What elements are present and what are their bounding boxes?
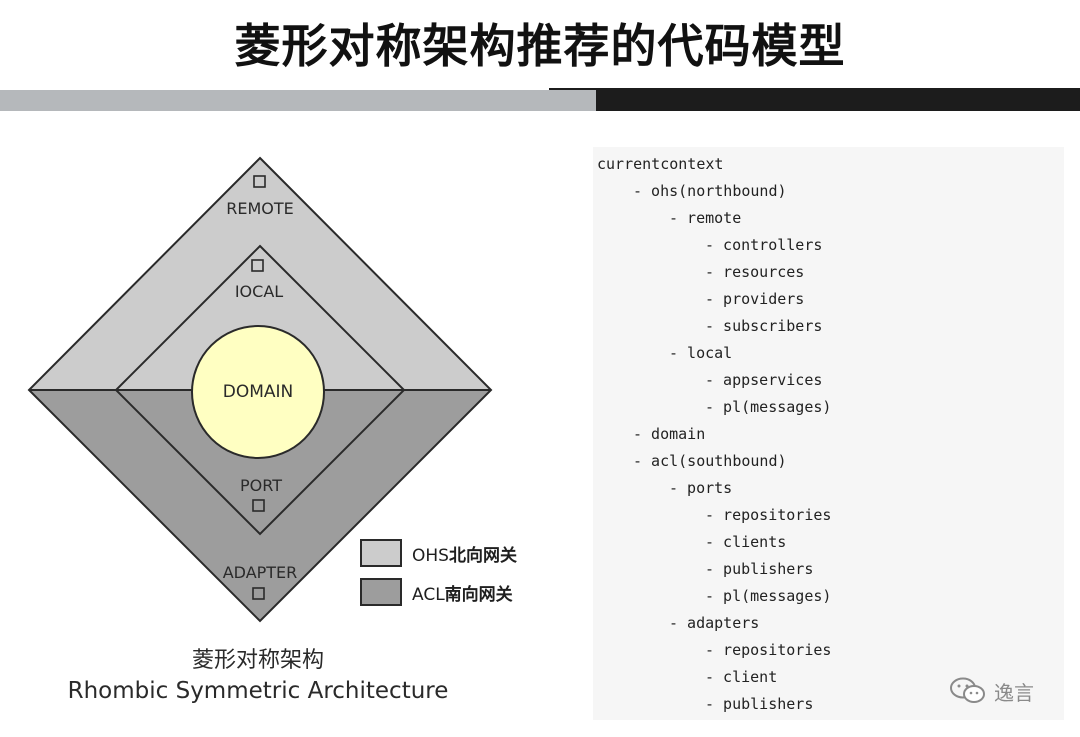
code-line: - adapters [669, 614, 760, 632]
legend-name: 北向网关 [448, 545, 517, 566]
outer-ohs-region [29, 158, 491, 390]
legend-prefix: ACL [412, 584, 445, 605]
square-port-icon [252, 587, 265, 600]
code-line: - ohs(northbound) [633, 182, 787, 200]
code-line: - ports [669, 479, 733, 497]
legend-item-acl: ACL南向网关 [360, 578, 513, 606]
page-title: 菱形对称架构推荐的代码模型 [234, 19, 846, 73]
local-label: IOCAL [235, 282, 283, 301]
remote-label: REMOTE [226, 199, 294, 218]
legend-item-ohs: OHS北向网关 [360, 539, 517, 567]
square-port-icon [253, 175, 266, 188]
domain-circle [191, 325, 325, 459]
code-line: - pl(messages) [705, 587, 832, 605]
code-line: - pl(messages) [705, 398, 832, 416]
watermark: 逸言 [948, 676, 1034, 706]
code-line: - controllers [705, 236, 823, 254]
code-line: - appservices [705, 371, 823, 389]
adapter-label: ADAPTER [223, 563, 298, 582]
legend-label-ohs: OHS北向网关 [412, 541, 517, 566]
code-line: - local [669, 344, 733, 362]
code-structure-panel: currentcontext - ohs(northbound) - remote -… [593, 147, 1064, 720]
header-band-line [549, 88, 1080, 90]
legend-swatch-ohs [360, 539, 402, 567]
header-band-dark [596, 90, 1080, 111]
code-line: - acl(southbound) [633, 452, 787, 470]
rhombic-diagram: REMOTE IOCAL DOMAIN PORT ADAPTER [27, 156, 493, 623]
code-line: - clients [705, 533, 787, 551]
wechat-icon [950, 677, 985, 703]
inner-diamond-outline [114, 244, 406, 536]
code-line: - repositories [705, 506, 832, 524]
code-line: - resources [705, 263, 805, 281]
port-label: PORT [240, 476, 282, 495]
code-line: - publishers [705, 560, 814, 578]
legend-swatch-acl [360, 578, 402, 606]
legend-label-acl: ACL南向网关 [412, 580, 513, 605]
square-port-icon [251, 259, 264, 272]
diagram-caption-chinese: 菱形对称架构 [191, 648, 324, 673]
code-line: - remote [669, 209, 742, 227]
code-line: - subscribers [705, 317, 823, 335]
code-line: - providers [705, 290, 805, 308]
header-band-light [0, 90, 596, 111]
code-line: currentcontext [597, 155, 724, 173]
watermark-text: 逸言 [994, 680, 1034, 705]
legend-name: 南向网关 [444, 584, 513, 605]
code-line: - publishers [705, 695, 814, 713]
code-line: - repositories [705, 641, 832, 659]
domain-label: DOMAIN [223, 382, 294, 402]
legend-prefix: OHS [412, 545, 449, 566]
outer-acl-region [29, 390, 491, 621]
diagram-caption-english: Rhombic Symmetric Architecture [67, 678, 449, 704]
code-line: - domain [633, 425, 706, 443]
outer-diamond-outline [27, 156, 493, 623]
square-port-icon [252, 499, 265, 512]
code-line: - client [705, 668, 778, 686]
